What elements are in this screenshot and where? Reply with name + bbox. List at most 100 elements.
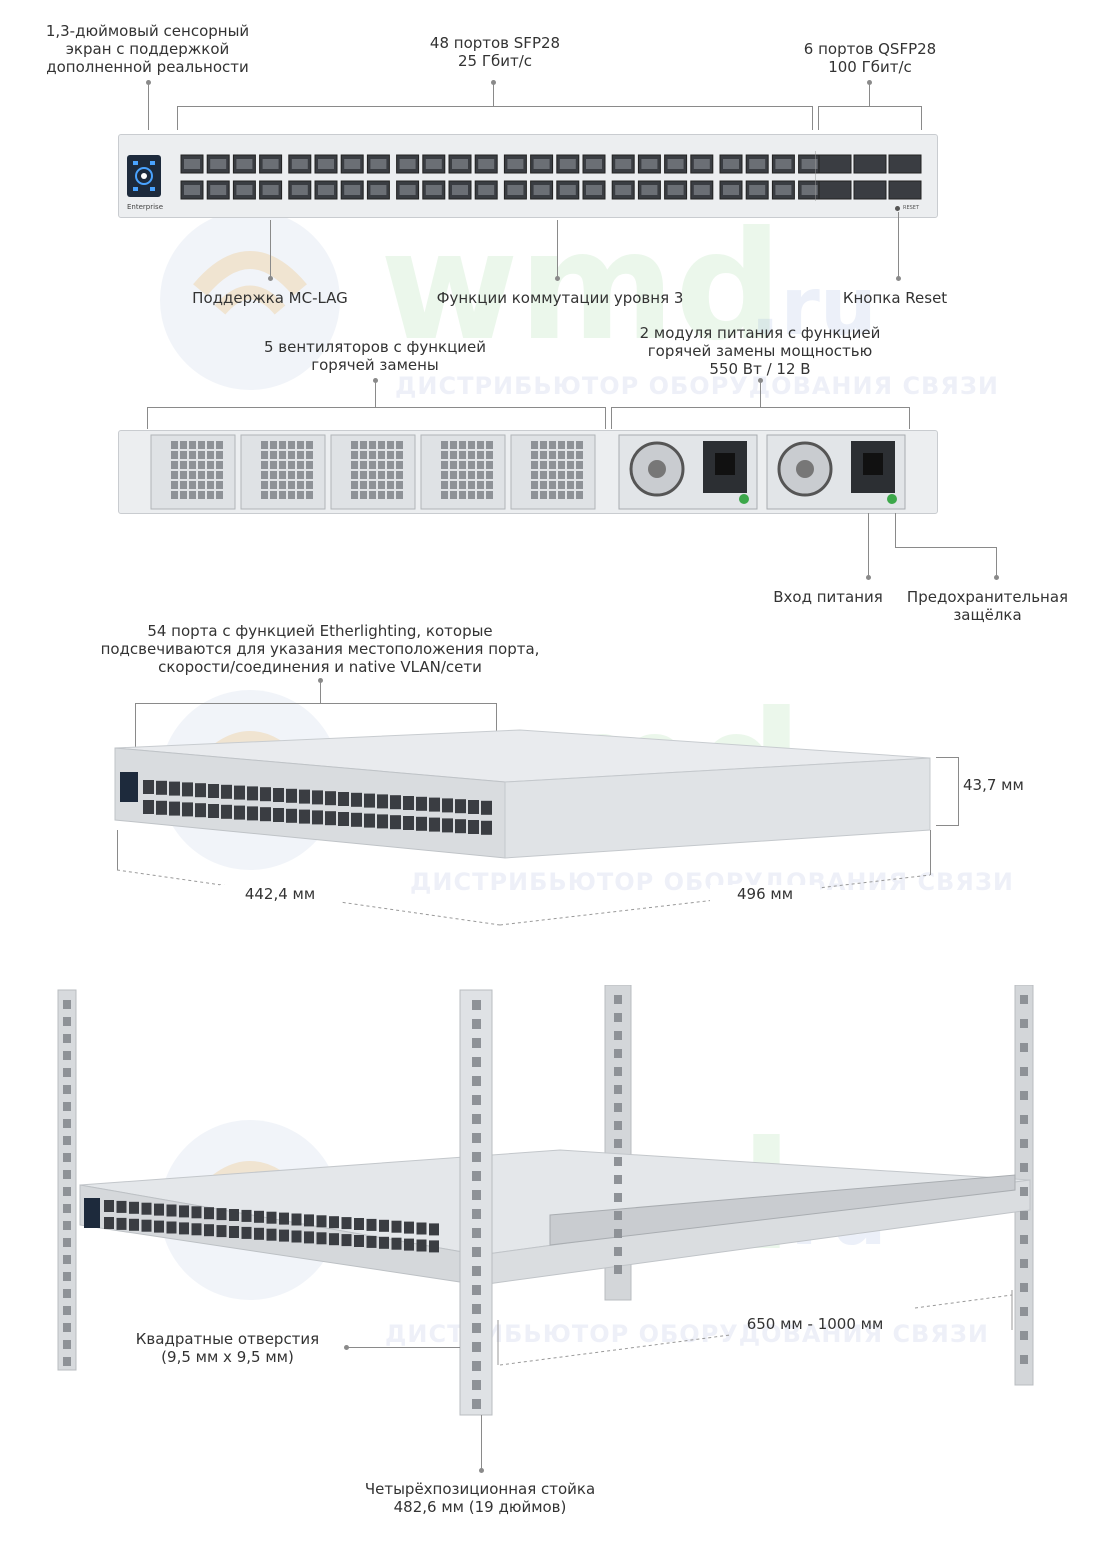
square-hole bbox=[472, 1304, 481, 1314]
port-cage bbox=[723, 185, 739, 195]
port bbox=[204, 1207, 214, 1220]
square-hole bbox=[472, 1076, 481, 1086]
square-hole bbox=[1020, 995, 1028, 1004]
port bbox=[325, 791, 336, 806]
psu-led-icon bbox=[739, 494, 749, 504]
square-hole bbox=[63, 1340, 71, 1349]
port-cage bbox=[399, 185, 416, 195]
square-hole bbox=[1020, 1355, 1028, 1364]
port bbox=[354, 1218, 364, 1230]
port bbox=[216, 1208, 227, 1221]
square-hole bbox=[1020, 1019, 1028, 1028]
square-hole bbox=[1020, 1187, 1028, 1196]
port bbox=[234, 805, 245, 820]
port bbox=[179, 1205, 189, 1218]
qsfp28-port[interactable] bbox=[853, 180, 887, 200]
port bbox=[291, 1213, 302, 1226]
port bbox=[143, 800, 154, 814]
port bbox=[416, 816, 427, 831]
port bbox=[129, 1218, 139, 1231]
port bbox=[104, 1217, 114, 1229]
port bbox=[429, 797, 440, 812]
square-hole bbox=[472, 1000, 481, 1010]
port-cage bbox=[667, 159, 684, 169]
square-hole bbox=[63, 1238, 71, 1247]
port bbox=[481, 820, 492, 835]
port-cage bbox=[318, 185, 334, 195]
square-hole bbox=[63, 1119, 71, 1128]
rack-depth-label: 650 мм - 1000 мм bbox=[746, 1315, 884, 1333]
square-hole bbox=[1020, 1211, 1028, 1220]
port-cage bbox=[210, 159, 227, 169]
port-cage bbox=[641, 159, 658, 169]
port bbox=[154, 1203, 164, 1216]
port bbox=[208, 784, 219, 798]
port bbox=[341, 1234, 352, 1247]
square-hole bbox=[1020, 1067, 1028, 1076]
square-hole bbox=[472, 1323, 481, 1333]
qsfp28-port[interactable] bbox=[853, 154, 887, 174]
qsfp28-port[interactable] bbox=[818, 154, 852, 174]
port bbox=[273, 808, 284, 822]
port bbox=[234, 785, 245, 800]
square-hole bbox=[472, 1114, 481, 1124]
square-hole bbox=[614, 1085, 622, 1094]
square-hole bbox=[63, 1272, 71, 1281]
square-hole bbox=[1020, 1043, 1028, 1052]
port-cage bbox=[801, 159, 818, 169]
square-hole bbox=[614, 995, 622, 1004]
port bbox=[481, 800, 492, 815]
reset-button[interactable] bbox=[895, 206, 900, 211]
port bbox=[154, 1220, 164, 1233]
port bbox=[379, 1219, 389, 1232]
port-cage bbox=[370, 185, 387, 195]
rear-panel bbox=[118, 430, 938, 514]
port-cage bbox=[559, 185, 576, 195]
fan-grille-icon bbox=[261, 441, 313, 499]
port bbox=[329, 1233, 339, 1246]
square-hole bbox=[63, 1000, 71, 1009]
port bbox=[182, 782, 193, 797]
qsfp28-port[interactable] bbox=[888, 180, 922, 200]
port-cage bbox=[723, 159, 739, 169]
square-hole bbox=[614, 1067, 622, 1076]
port bbox=[312, 810, 323, 825]
reset-label: Кнопка Reset bbox=[842, 289, 948, 307]
port bbox=[221, 804, 232, 819]
fan-hub-icon bbox=[796, 460, 814, 478]
square-hole bbox=[472, 1361, 481, 1371]
square-hole bbox=[614, 1157, 622, 1166]
square-hole bbox=[1020, 1331, 1028, 1340]
watermark-tagline-1: ДИСТРИБЬЮТОР ОБОРУДОВАНИЯ СВЯЗИ bbox=[395, 372, 999, 400]
port bbox=[156, 780, 167, 795]
square-hole bbox=[472, 1133, 481, 1143]
qsfp28-port[interactable] bbox=[888, 154, 922, 174]
depth-label: 496 мм bbox=[710, 885, 820, 903]
port-cage bbox=[236, 159, 253, 169]
port bbox=[143, 780, 154, 794]
square-hole bbox=[472, 1209, 481, 1219]
port bbox=[241, 1226, 252, 1239]
height-label: 43,7 мм bbox=[963, 776, 1024, 794]
port-cage bbox=[749, 185, 766, 195]
touchscreen-ui-icon bbox=[133, 161, 155, 191]
port-cage bbox=[693, 185, 710, 195]
port-cage bbox=[693, 159, 710, 169]
port bbox=[366, 1218, 377, 1231]
qsfp28-port[interactable] bbox=[818, 180, 852, 200]
port bbox=[195, 783, 206, 798]
port bbox=[351, 792, 362, 807]
square-hole bbox=[472, 1057, 481, 1067]
port bbox=[366, 1235, 377, 1248]
port bbox=[254, 1227, 264, 1240]
square-hole bbox=[472, 1266, 481, 1276]
port bbox=[429, 817, 440, 832]
square-hole bbox=[63, 1017, 71, 1026]
port-cage bbox=[801, 185, 818, 195]
square-hole bbox=[63, 1357, 71, 1366]
square-hole bbox=[63, 1221, 71, 1230]
power-socket-icon bbox=[863, 453, 883, 475]
port bbox=[286, 808, 297, 823]
